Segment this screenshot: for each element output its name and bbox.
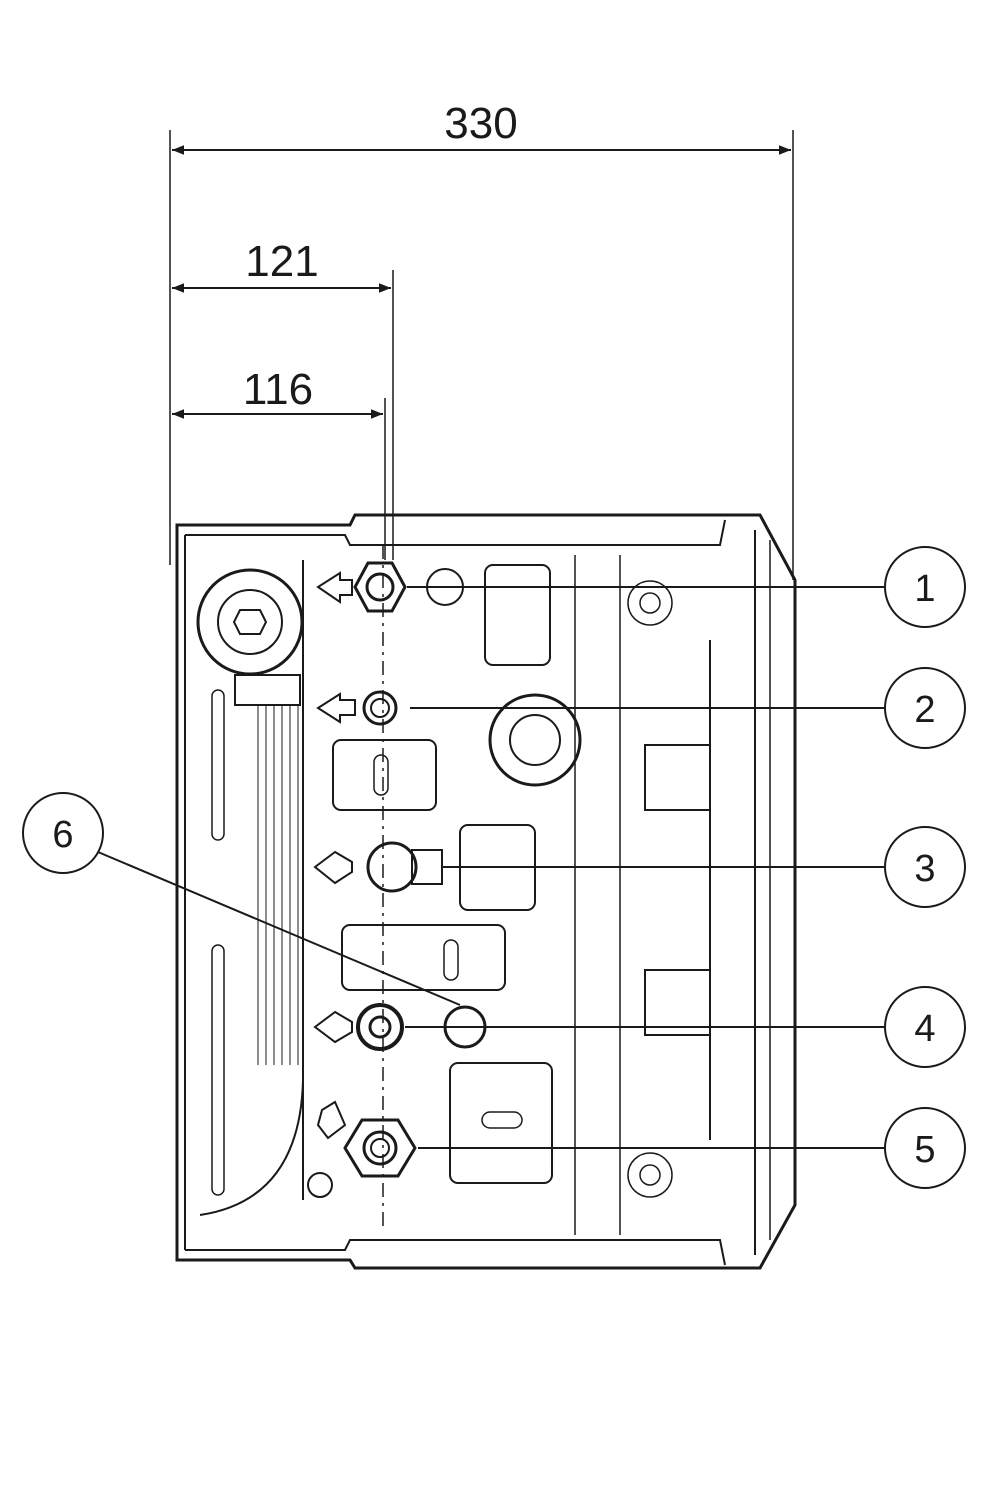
callout-label: 2 xyxy=(914,689,935,731)
callout-label: 5 xyxy=(914,1129,935,1171)
connection-2 xyxy=(316,690,398,726)
connection-5 xyxy=(316,1100,417,1178)
callout-4: 4 xyxy=(884,986,966,1068)
connection-3 xyxy=(313,841,443,893)
callout-label: 1 xyxy=(914,568,935,610)
callout-3: 3 xyxy=(884,826,966,908)
callout-1: 1 xyxy=(884,546,966,628)
dimension-330: 330 xyxy=(169,99,794,580)
callout-label: 3 xyxy=(914,848,935,890)
dimension-116: 116 xyxy=(172,365,386,560)
callout-6: 6 xyxy=(22,792,104,874)
callout-label: 4 xyxy=(914,1008,935,1050)
callout-5: 5 xyxy=(884,1107,966,1189)
dimension-label-121: 121 xyxy=(245,237,318,286)
dimension-121: 121 xyxy=(172,237,394,560)
unit-housing xyxy=(175,513,797,1270)
dimension-label-116: 116 xyxy=(243,365,313,414)
callout-label: 6 xyxy=(52,814,73,856)
callout-2: 2 xyxy=(884,667,966,749)
dimension-label-330: 330 xyxy=(444,99,517,148)
callout-leaders xyxy=(97,586,885,1149)
